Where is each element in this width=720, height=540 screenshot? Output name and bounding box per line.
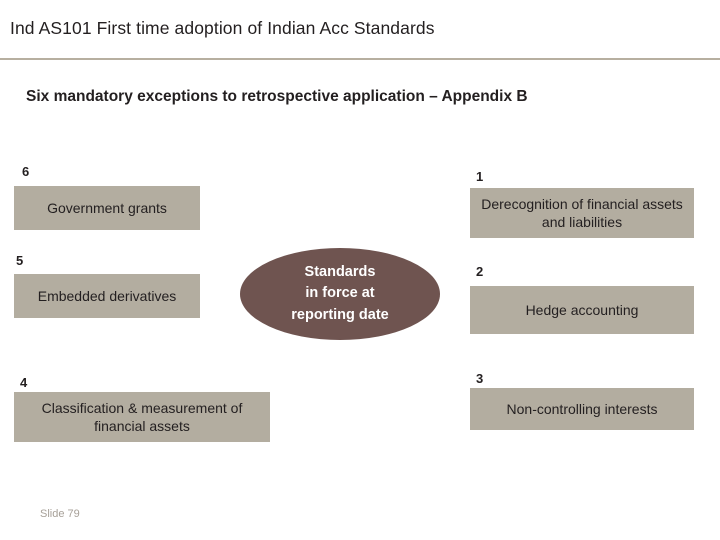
node-classification-measurement-label: Classification & measurement of financia… (41, 399, 243, 434)
node-number-6: 6 (22, 164, 30, 179)
node-government-grants-label: Government grants (47, 199, 167, 216)
hub-line-1: Standards (304, 264, 376, 281)
node-number-3: 3 (476, 371, 484, 386)
node-number-4: 4 (20, 375, 28, 390)
node-government-grants: Government grants (14, 186, 200, 230)
node-embedded-derivatives-label: Embedded derivatives (37, 287, 177, 304)
slide-subtitle: Six mandatory exceptions to retrospectiv… (26, 88, 528, 105)
node-number-1: 1 (476, 169, 484, 184)
node-non-controlling-interests-label: Non-controlling interests (506, 400, 658, 417)
node-number-2: 2 (476, 264, 484, 279)
node-embedded-derivatives: Embedded derivatives (14, 274, 200, 318)
node-derecognition-label: Derecognition of financial assets and li… (481, 195, 683, 230)
title-divider (0, 58, 720, 60)
diagram-center-hub: Standards in force at reporting date (240, 248, 440, 340)
node-non-controlling-interests: Non-controlling interests (470, 388, 694, 430)
node-classification-measurement: Classification & measurement of financia… (14, 392, 270, 442)
node-hedge-accounting-label: Hedge accounting (525, 301, 639, 318)
slide-number: Slide 79 (40, 508, 80, 520)
node-number-5: 5 (16, 253, 24, 268)
page-title: Ind AS101 First time adoption of Indian … (10, 18, 435, 38)
hub-line-3: reporting date (291, 306, 389, 323)
node-derecognition: Derecognition of financial assets and li… (470, 188, 694, 238)
hub-line-2: in force at (305, 285, 375, 302)
node-hedge-accounting: Hedge accounting (470, 286, 694, 334)
